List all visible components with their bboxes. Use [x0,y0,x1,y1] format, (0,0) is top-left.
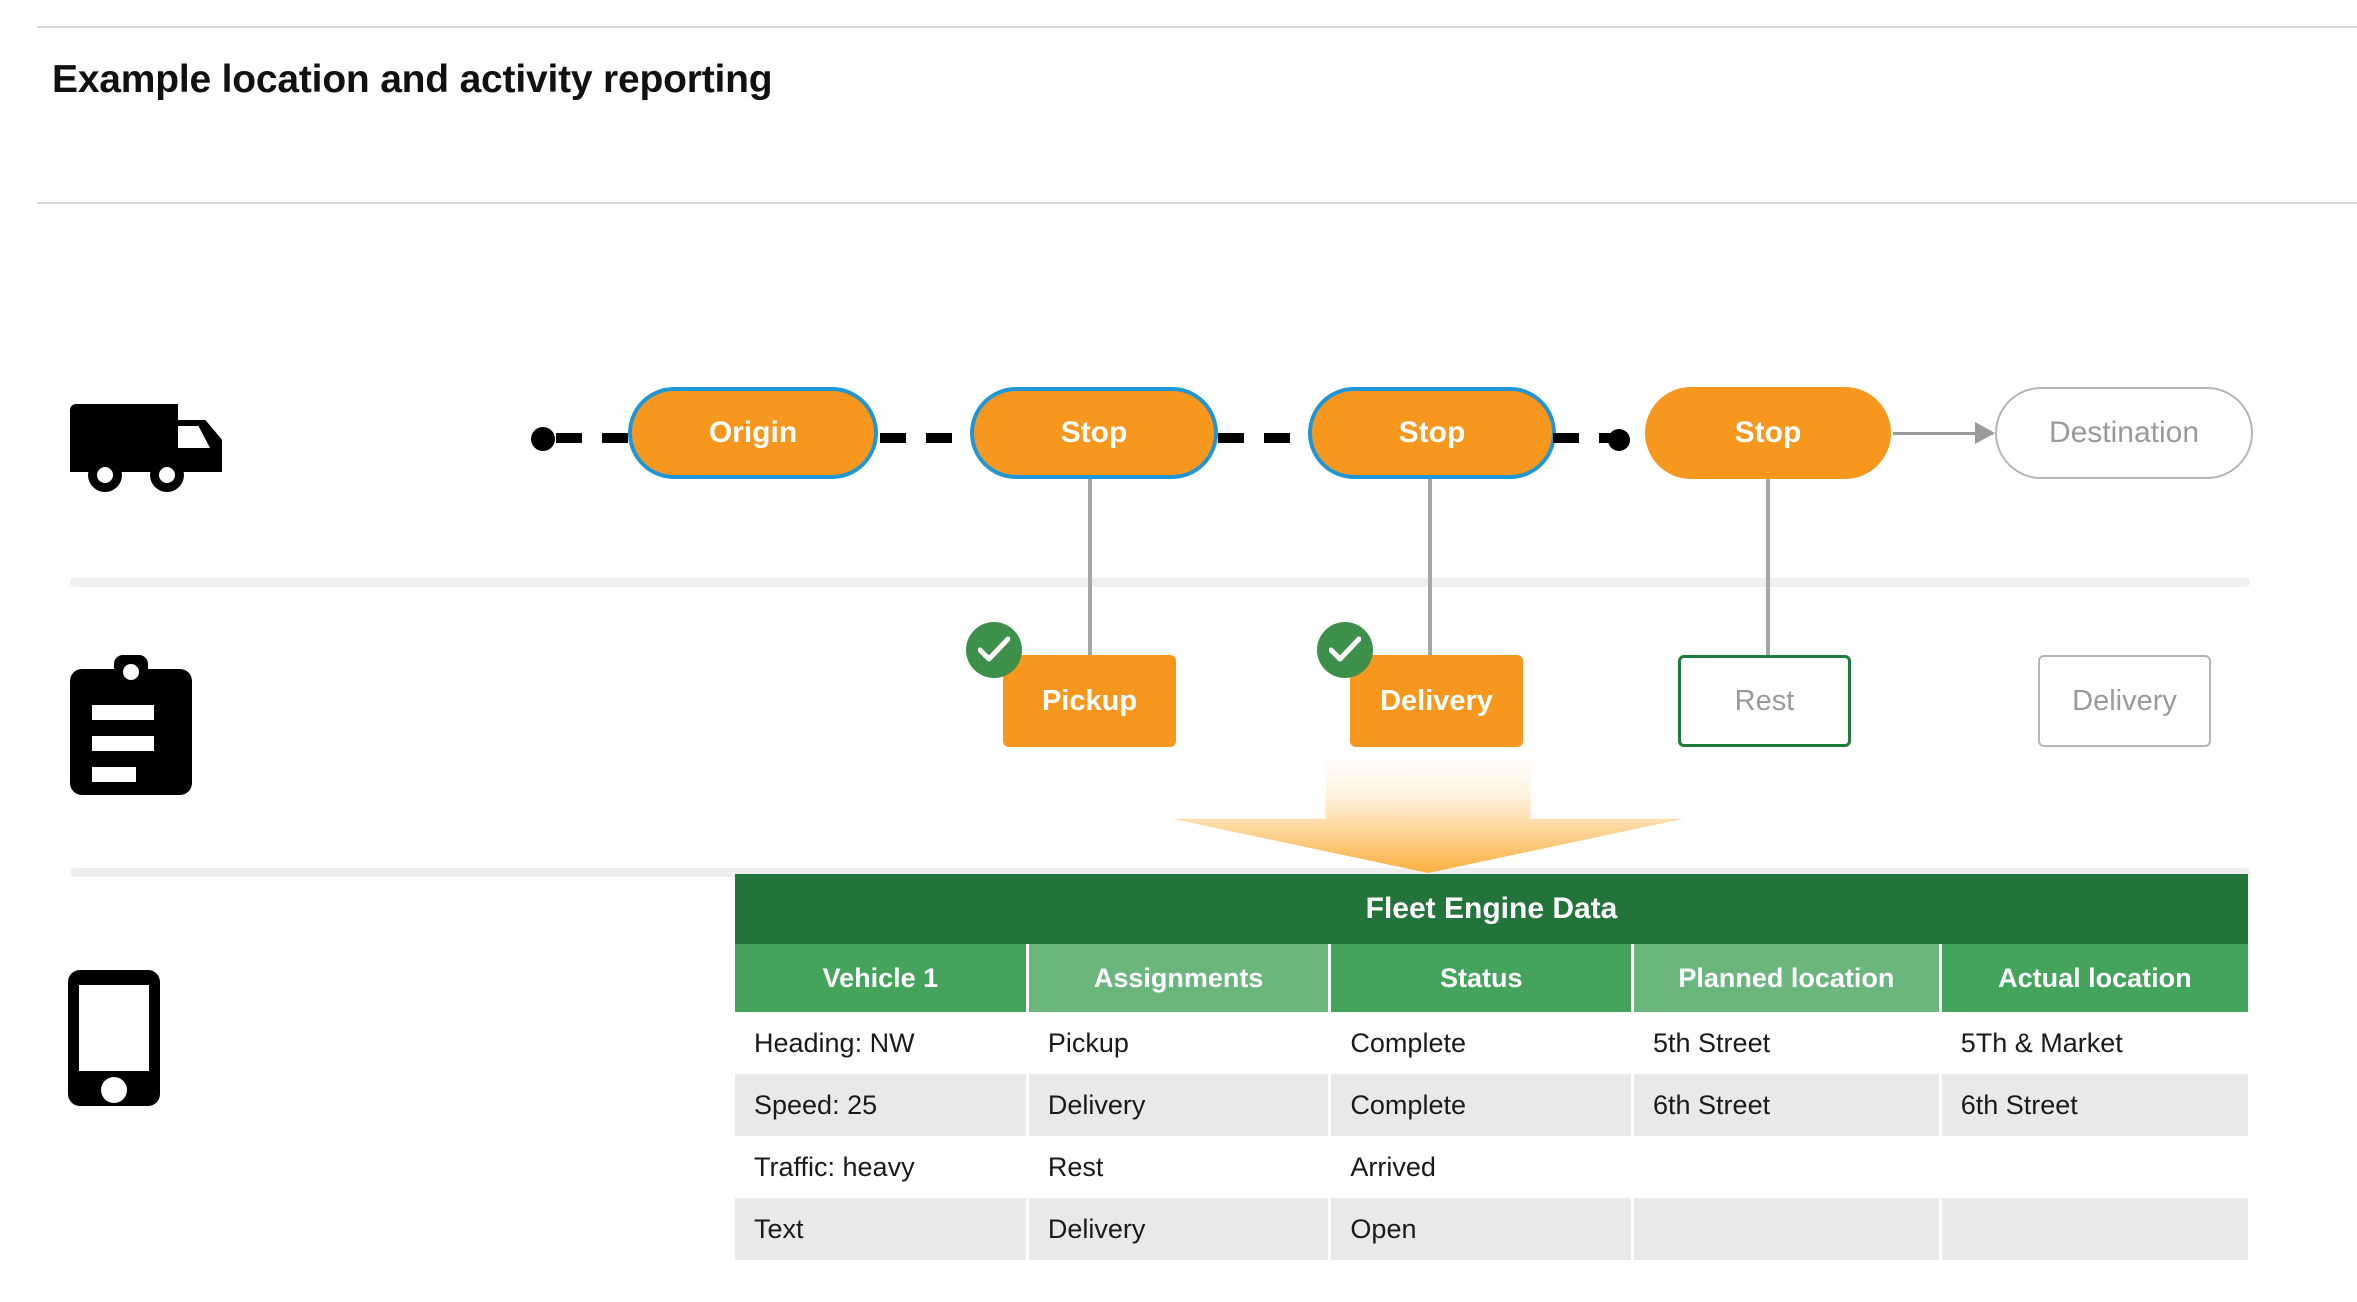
activity-card-pickup[interactable]: Pickup [1003,655,1176,747]
route-dash-3 [1218,433,1308,443]
destination-arrow-line [1893,432,1993,435]
table-cell: 6th Street [1938,1074,2248,1136]
table-title: Fleet Engine Data [735,874,2248,944]
down-arrow-icon [1172,755,1684,873]
table-header-assignments: Assignments [1025,944,1330,1012]
table-cell [1938,1136,2248,1198]
route-node-dot [1608,429,1630,451]
table-header-vehicle: Vehicle 1 [735,944,1028,1012]
connector-stop2-pickup [1088,479,1092,659]
stop-pill-4[interactable]: Stop [1645,387,1891,479]
table-header-row: Vehicle 1 Assignments Status Planned loc… [735,944,2248,1012]
phone-icon [68,970,160,1106]
truck-wheel-front [88,458,122,492]
table-cell: Arrived [1328,1136,1633,1198]
phone-home-button [101,1077,127,1103]
stop-pill-destination[interactable]: Destination [1995,387,2253,479]
connector-stop3-delivery [1428,479,1432,659]
check-circle-icon [966,622,1022,678]
table-row: Traffic: heavy Rest Arrived [735,1136,2248,1198]
table-cell: Speed: 25 [735,1074,1028,1136]
table-cell: Delivery [1025,1198,1330,1260]
table-row: Speed: 25 Delivery Complete 6th Street 6… [735,1074,2248,1136]
connector-stop4-rest [1766,479,1770,659]
table-cell: 5Th & Market [1938,1012,2248,1074]
table-cell [1938,1198,2248,1260]
table-cell: Complete [1328,1012,1633,1074]
clipboard-icon [70,655,192,795]
table-cell: Pickup [1025,1012,1330,1074]
destination-arrow-icon [1975,422,1995,444]
phone-screen [79,985,149,1071]
table-row: Heading: NW Pickup Complete 5th Street 5… [735,1012,2248,1074]
clipboard-line-2 [92,736,154,751]
clipboard-line-1 [92,705,154,720]
table-cell: Open [1328,1198,1633,1260]
table-cell: Complete [1328,1074,1633,1136]
table-row: Text Delivery Open [735,1198,2248,1260]
table-cell [1631,1198,1941,1260]
activity-card-delivery-complete[interactable]: Delivery [1350,655,1523,747]
stop-pill-3[interactable]: Stop [1308,387,1556,479]
route-dash-2 [880,433,970,443]
table-cell: Traffic: heavy [735,1136,1028,1198]
route-dash-1 [556,433,628,443]
table-cell: 6th Street [1631,1074,1941,1136]
table-cell: 5th Street [1631,1012,1941,1074]
clipboard-line-3 [92,767,136,782]
header-divider [37,202,2357,204]
table-header-planned-location: Planned location [1631,944,1941,1012]
activity-card-delivery-open[interactable]: Delivery [2038,655,2211,747]
route-dash-4 [1553,433,1615,443]
table-cell: Delivery [1025,1074,1330,1136]
clipboard-hole [123,664,139,680]
route-start-dot [531,427,555,451]
page-title: Example location and activity reporting [52,58,773,101]
table-cell: Heading: NW [735,1012,1028,1074]
row-divider-activity-device [70,868,2250,877]
stop-pill-2[interactable]: Stop [970,387,1218,479]
check-circle-icon [1317,622,1373,678]
table-header-actual-location: Actual location [1938,944,2248,1012]
truck-wheel-rear [150,458,184,492]
truck-icon [70,404,225,494]
activity-card-rest[interactable]: Rest [1678,655,1851,747]
stop-pill-origin[interactable]: Origin [628,387,878,479]
top-divider [37,26,2357,28]
fleet-engine-data-table: Fleet Engine Data Vehicle 1 Assignments … [735,874,2248,1260]
table-cell: Rest [1025,1136,1330,1198]
table-cell: Text [735,1198,1028,1260]
table-header-status: Status [1328,944,1633,1012]
row-divider-vehicle-activity [70,578,2250,587]
table-cell [1631,1136,1941,1198]
